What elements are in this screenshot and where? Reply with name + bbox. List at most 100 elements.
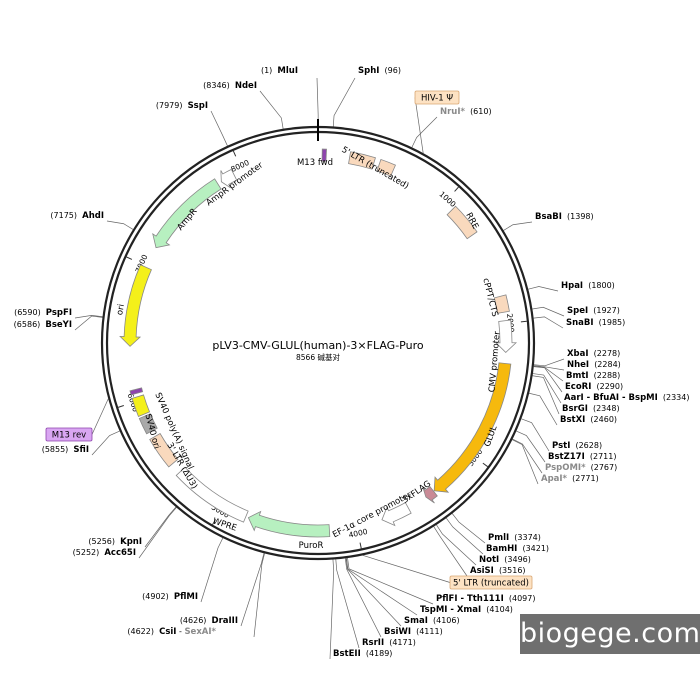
tick-mark: [520, 320, 527, 323]
site-leader-line: [335, 559, 360, 649]
site-position: (1985): [599, 318, 626, 327]
feature-label: PuroR: [299, 541, 324, 551]
site-leader-line: [347, 557, 434, 605]
feature-ampr-promoter: [220, 168, 238, 189]
site-position: (2334): [663, 393, 690, 402]
site-name: PspFI: [46, 308, 72, 318]
restriction-site-xbai: XbaI (2278): [567, 341, 620, 360]
site-name: RsrII: [362, 638, 384, 648]
site-leader-line: [433, 526, 468, 577]
site-position: (8346): [203, 81, 230, 90]
restriction-site-draiii: (4626) DraIII: [180, 608, 238, 627]
site-name: SfiI: [73, 445, 89, 455]
site-name: DraIII: [212, 616, 238, 626]
site-leader-line: [346, 558, 418, 616]
site-name: PspOMI*: [545, 463, 586, 473]
feature-m13-fwd: [321, 148, 327, 162]
site-leader-line: [533, 366, 563, 393]
restriction-site-pspomi-: PspOMI* (2767): [545, 455, 617, 474]
site-position: (3496): [504, 555, 531, 564]
feature-wpre: [175, 466, 249, 523]
site-position: (4902): [142, 592, 169, 601]
site-leader-line: [451, 513, 486, 544]
site-name: SphI: [358, 66, 379, 76]
site-position: (2284): [594, 360, 621, 369]
tick-mark: [454, 186, 459, 192]
feature-cppt-cts: [493, 294, 510, 314]
callout-tag-label: HIV-1 Ψ: [421, 94, 453, 104]
callout-tags: HIV-1 Ψ M13 rev 5' LTR (truncated): [45, 90, 533, 590]
site-position: (1927): [593, 306, 620, 315]
feature-arrows: [119, 148, 518, 538]
site-leader-line: [521, 418, 550, 452]
plasmid-size: 8566 碱基对: [296, 352, 340, 362]
feature-cmv-promoter: [495, 319, 518, 353]
tick-mark: [126, 256, 133, 260]
feature-3-ltr-u3: [149, 432, 179, 468]
restriction-site-pflfi-tth111i: PflFI - Tth111I (4097): [436, 586, 535, 605]
feature-puror: [247, 510, 331, 538]
feature-5-ltr-truncated: [348, 151, 376, 170]
site-leader-line: [316, 77, 319, 127]
restriction-site-pflmi: (4902) PflMI: [142, 584, 198, 603]
site-position: (2348): [593, 404, 620, 413]
site-position: (7979): [156, 101, 183, 110]
restriction-site-apai-: ApaI* (2771): [541, 466, 599, 485]
restriction-site-bseyi: (6586) BseYI: [14, 312, 72, 331]
site-position: (4111): [416, 627, 443, 636]
site-leader-line: [259, 90, 284, 129]
site-leader-line: [200, 537, 224, 603]
site-leader-line: [332, 77, 356, 127]
restriction-site-csii: (4622) CsiI - SexAI*: [127, 619, 216, 638]
feature-5-ltr-truncated-b: [376, 158, 396, 177]
site-name: CsiI: [159, 627, 176, 637]
site-name: NruI*: [440, 107, 466, 117]
tick-mark: [232, 150, 237, 157]
site-name: BstZ17I: [548, 452, 585, 462]
callout-tag-label: 5' LTR (truncated): [453, 579, 529, 589]
site-name: SnaBI: [566, 318, 594, 328]
site-leader-line: [533, 316, 564, 329]
callout-tag-label: M13 rev: [52, 431, 86, 441]
restriction-site-acc65i: (5252) Acc65I: [73, 540, 136, 559]
feature-ef-1-core-promoter: [381, 502, 412, 527]
site-position: (2711): [590, 452, 617, 461]
restriction-site-tspmi-xmai: TspMI - XmaI (4104): [420, 597, 513, 616]
restriction-site-bsiwi: BsiWI (4111): [384, 619, 443, 638]
site-position: (4189): [366, 649, 393, 658]
restriction-site-bstz17i: BstZ17I (2711): [548, 444, 616, 463]
tick-mark: [359, 542, 362, 549]
restriction-site-nrui-: NruI* (610): [440, 99, 492, 118]
restriction-site-sfii: (5855) SfiI: [42, 437, 89, 456]
site-name: NotI: [479, 555, 499, 565]
site-name: HpaI: [561, 281, 583, 291]
site-name: TspMI - XmaI: [420, 605, 481, 615]
site-name: BsaBI: [535, 212, 562, 222]
restriction-site-snabi: SnaBI (1985): [566, 310, 625, 329]
restriction-site-nhei: NheI (2284): [567, 352, 621, 371]
site-name: BamHI: [486, 544, 517, 554]
tick-label: 4000: [348, 527, 369, 540]
site-position: (4097): [509, 594, 536, 603]
feature-label: ori: [115, 303, 127, 316]
site-leader-line: [533, 365, 564, 382]
site-name: EcoRI: [565, 382, 591, 392]
site-leader-line: [512, 438, 543, 474]
site-position: (4622): [127, 627, 154, 636]
site-leader-line: [532, 375, 560, 415]
site-name: XbaI: [567, 349, 589, 359]
site-name: SmaI: [404, 616, 428, 626]
site-leader-line: [516, 430, 546, 463]
restriction-site-smai: SmaI (4106): [404, 608, 460, 627]
restriction-site-hpai: HpaI (1800): [561, 273, 615, 292]
site-name: BmtI: [566, 371, 589, 381]
restriction-site-sphi: SphI (96): [358, 58, 401, 77]
site-leader-line: [240, 553, 265, 627]
restriction-site-pmli: PmlI (3374): [488, 525, 541, 544]
site-position: (3374): [514, 533, 541, 542]
site-position: (6590): [14, 308, 41, 317]
site-leader-line: [411, 116, 438, 148]
site-leader-line: [345, 558, 402, 627]
restriction-site-rsrii: RsrII (4171): [362, 630, 416, 649]
